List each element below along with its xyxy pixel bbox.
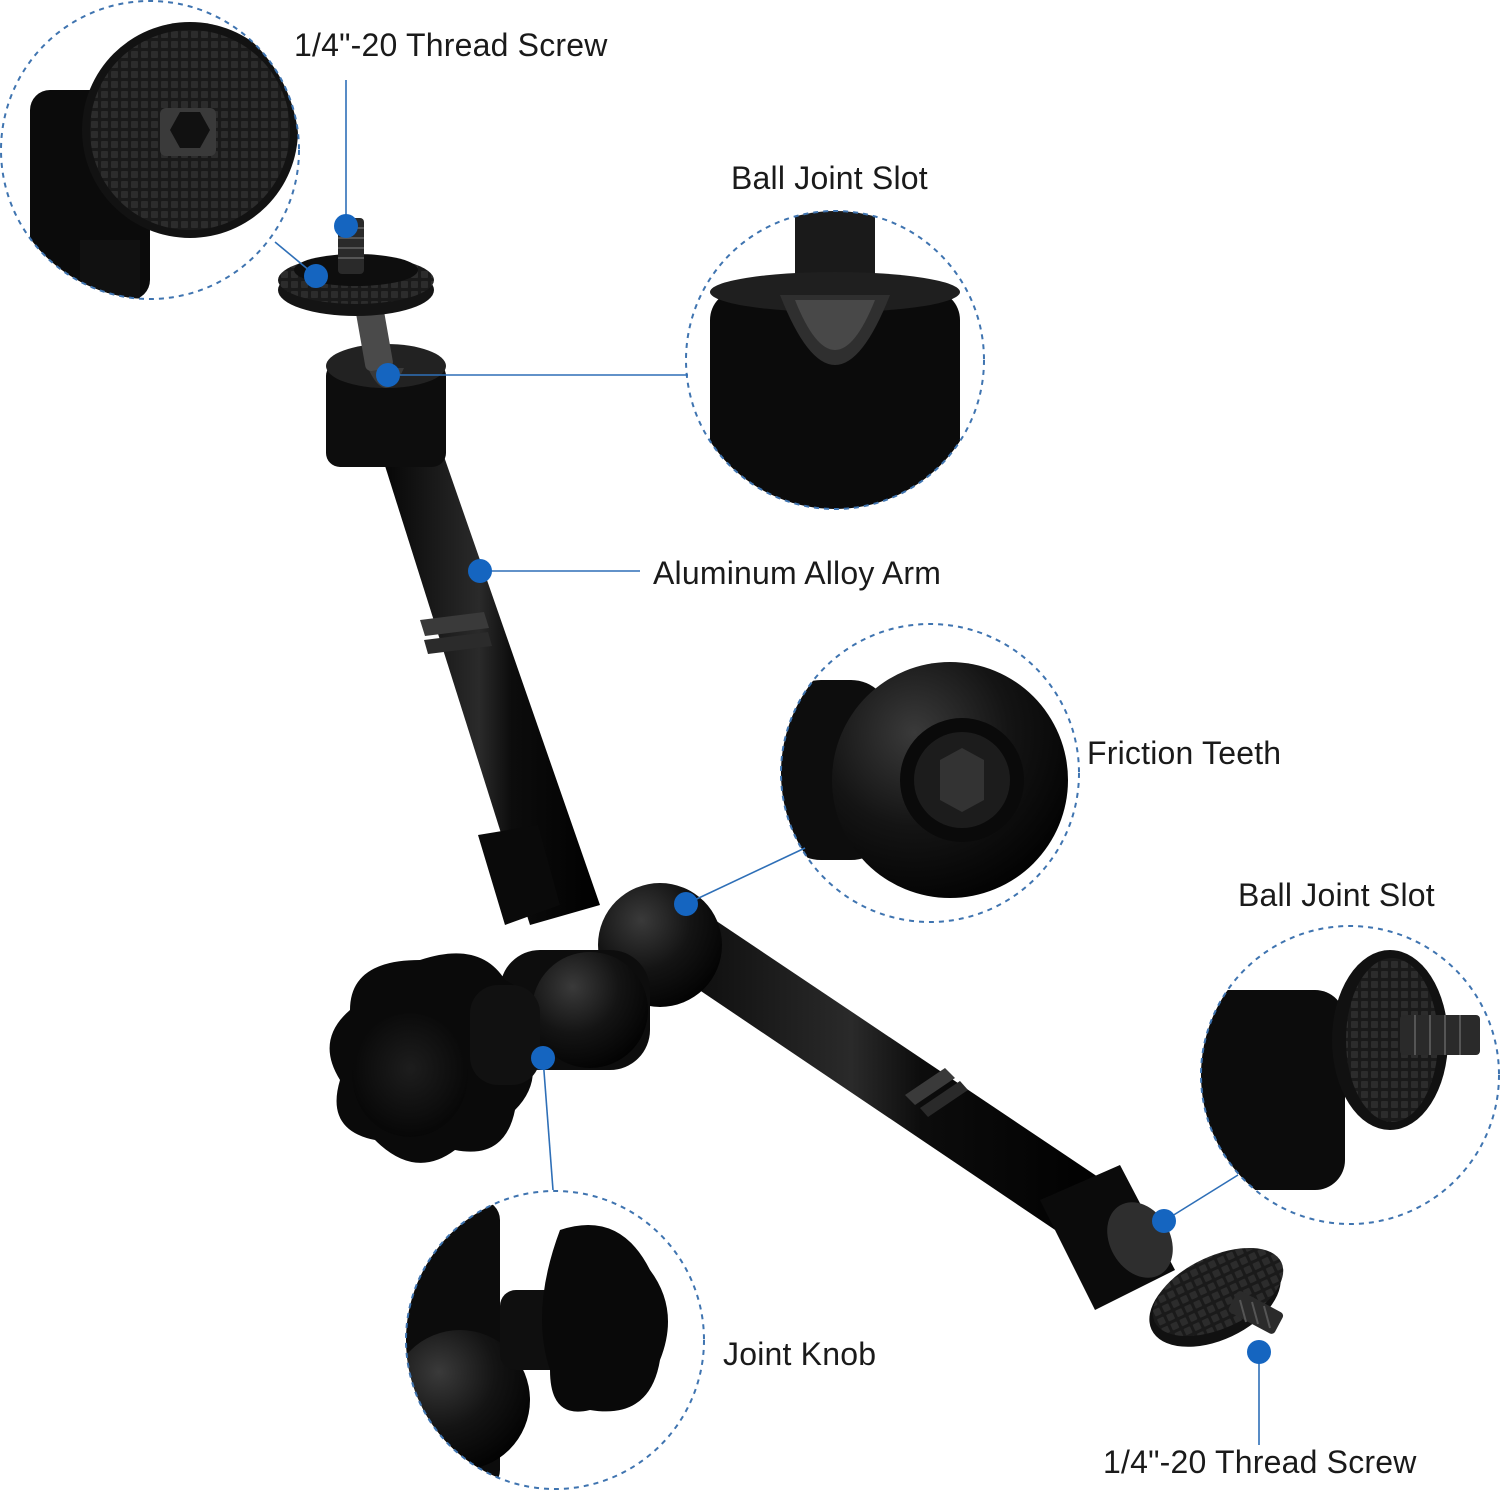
dot-joint-knob xyxy=(531,1046,555,1070)
leader-right-ball-joint-slot xyxy=(1163,1174,1239,1222)
label-aluminum-alloy-arm: Aluminum Alloy Arm xyxy=(653,555,942,591)
bottom-screw-mount xyxy=(1149,1247,1284,1347)
inset-right-ball-joint-slot xyxy=(1200,925,1500,1225)
dot-top-thread-screw xyxy=(334,214,358,238)
dot-right-ball-joint-slot xyxy=(1152,1209,1176,1233)
dot-aluminum-alloy-arm xyxy=(468,559,492,583)
inset-joint-knob xyxy=(405,1190,705,1490)
leader-joint-knob xyxy=(542,1057,554,1191)
center-ball-joint xyxy=(500,883,722,1070)
inset-top-thread-screw xyxy=(0,0,300,300)
joint-knob xyxy=(329,953,540,1163)
upper-arm-rod xyxy=(380,445,600,925)
label-bottom-thread-screw: 1/4"-20 Thread Screw xyxy=(1103,1444,1417,1480)
leader-friction-teeth xyxy=(685,847,806,905)
label-right-ball-joint-slot: Ball Joint Slot xyxy=(1238,877,1435,913)
callout-dots xyxy=(304,214,1271,1364)
label-friction-teeth: Friction Teeth xyxy=(1087,735,1282,771)
dot-top-ball-joint-slot xyxy=(376,363,400,387)
dot-top-inset xyxy=(304,264,328,288)
label-joint-knob: Joint Knob xyxy=(723,1336,877,1372)
inset-top-ball-joint-slot xyxy=(685,210,985,510)
lower-arm-rod xyxy=(640,910,1110,1240)
inset-friction-teeth xyxy=(780,623,1080,923)
label-top-thread-screw: 1/4"-20 Thread Screw xyxy=(294,27,608,63)
dot-friction-teeth xyxy=(674,892,698,916)
dot-bottom-thread-screw xyxy=(1247,1340,1271,1364)
label-top-ball-joint-slot: Ball Joint Slot xyxy=(731,160,928,196)
